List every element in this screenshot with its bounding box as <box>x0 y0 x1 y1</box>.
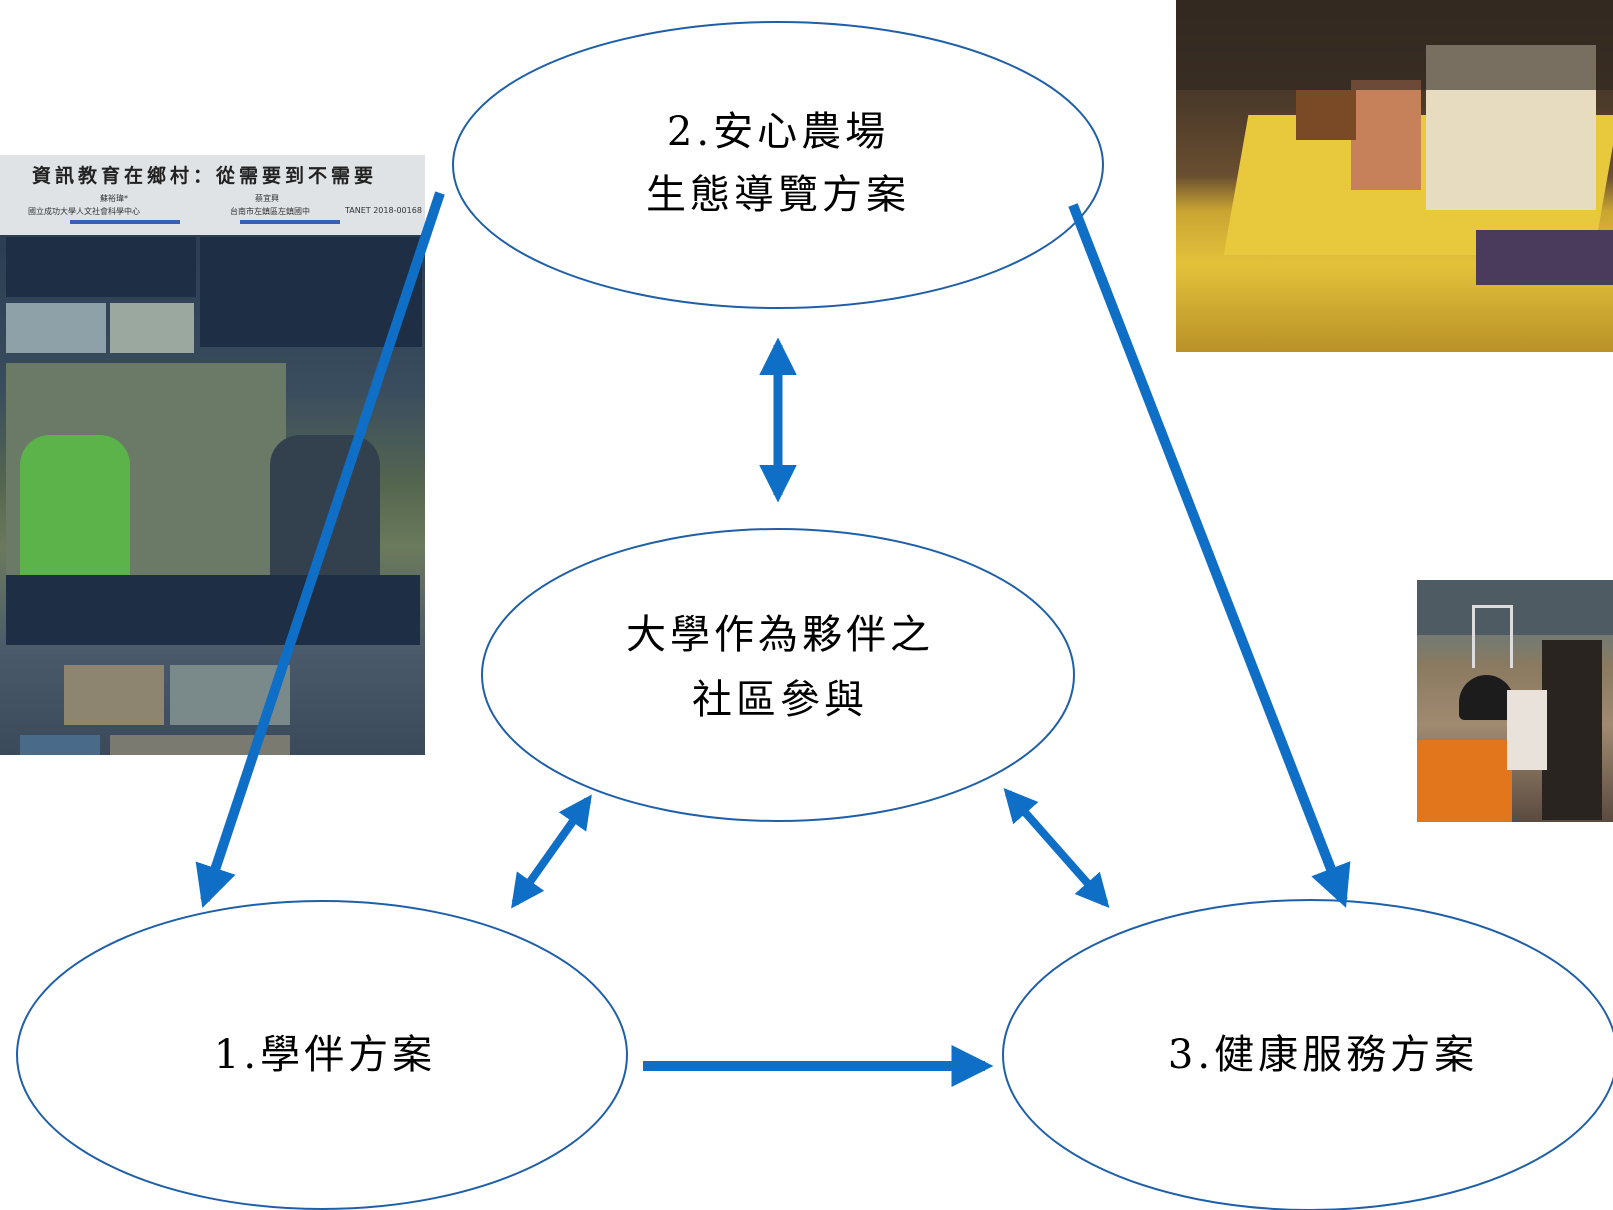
market-background-shelf <box>1176 0 1613 90</box>
poster-photo-tile <box>20 735 100 755</box>
market-jars <box>1296 90 1356 140</box>
market-photo <box>1176 0 1613 352</box>
node-left-label: 1.學伴方案 <box>214 1032 436 1078</box>
market-product-pack <box>1476 230 1613 285</box>
node-center-label-line1: 大學作為夥伴之 <box>626 612 934 658</box>
poster-author-left: 蘇裕瑋* <box>100 194 128 203</box>
node-right-label: 3.健康服務方案 <box>1168 1032 1478 1078</box>
node-ellipse-center <box>481 528 1075 822</box>
poster-email-right <box>240 220 340 224</box>
field-goal-frame <box>1472 605 1513 668</box>
field-person-jacket <box>1417 740 1512 822</box>
market-product-card <box>1351 80 1421 190</box>
arrow-center-right-bidirectional <box>1003 787 1110 909</box>
poster-code: TANET 2018-00168 <box>345 206 422 215</box>
poster-text-block <box>200 237 422 347</box>
arrow-center-left-bidirectional <box>511 794 592 909</box>
poster-affiliation-right: 台南市左鎮區左鎮國中 <box>230 207 310 216</box>
poster-email-left <box>70 220 180 224</box>
field-trees <box>1417 580 1613 635</box>
arrow-top-to-left <box>195 191 445 908</box>
poster-photo-tile <box>6 303 106 353</box>
node-top-label-line1: 2.安心農場 <box>667 109 889 155</box>
poster-photo-tile <box>110 735 290 755</box>
poster-photo-tile <box>64 665 164 725</box>
poster-affiliation-left: 國立成功大學人文社會科學中心 <box>28 207 140 216</box>
node-ellipse-right <box>1002 899 1613 1210</box>
arrow-top-to-right <box>1068 203 1351 908</box>
poster-person-shirt <box>20 435 130 595</box>
node-ellipse-left <box>16 900 628 1210</box>
poster-body <box>0 235 425 755</box>
field-photo <box>1417 580 1613 822</box>
poster-text-block <box>6 575 420 645</box>
node-ellipse-top <box>452 21 1104 309</box>
node-top-label-line2: 生態導覽方案 <box>646 172 910 218</box>
poster-photo-tile <box>110 303 194 353</box>
field-person <box>1507 690 1547 770</box>
poster-author-right: 蔡宜興 <box>255 194 279 203</box>
poster-text-block <box>6 237 196 297</box>
poster-photo: 資訊教育在鄉村：從需要到不需要 蘇裕瑋* 蔡宜興 國立成功大學人文社會科學中心 … <box>0 155 425 755</box>
field-person <box>1542 640 1602 820</box>
field-person-cap <box>1459 675 1514 720</box>
poster-title: 資訊教育在鄉村：從需要到不需要 <box>32 165 378 187</box>
node-center-label-line2: 社區參與 <box>692 677 868 723</box>
